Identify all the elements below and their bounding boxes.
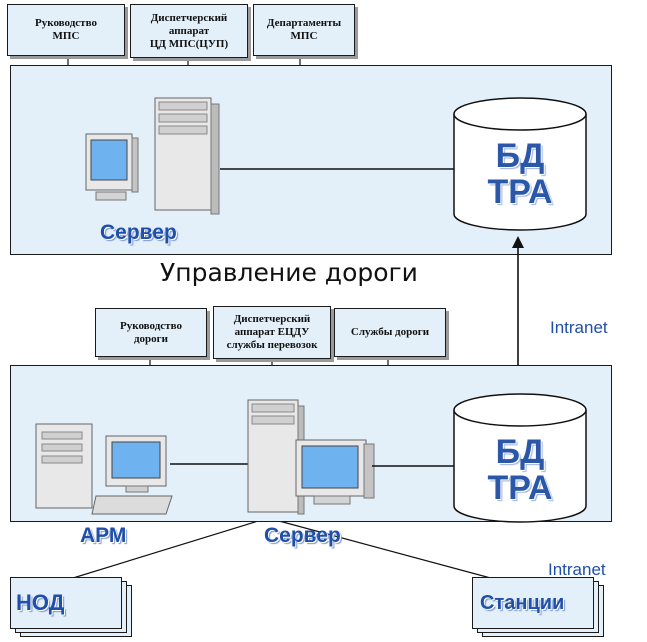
top-db-line1: БД bbox=[495, 137, 545, 175]
top-server-label: Сервер bbox=[100, 221, 177, 244]
nod-card-front bbox=[10, 577, 122, 629]
top-box-mps-leadership: Руководство МПС bbox=[7, 4, 125, 56]
bottom-box-road-leadership: Руководство дороги bbox=[95, 308, 207, 357]
stations-card-front bbox=[472, 577, 594, 629]
bottom-server-computer-icon bbox=[247, 399, 375, 515]
arm-server-link bbox=[170, 463, 248, 465]
intranet-label-bottom: Intranet bbox=[548, 560, 606, 579]
bottom-db-line1: БД bbox=[495, 433, 545, 471]
bottom-server-db-link bbox=[372, 465, 458, 467]
top-server-db-link bbox=[220, 168, 456, 170]
top-database-icon bbox=[453, 97, 587, 231]
nod-label: НОД bbox=[16, 590, 65, 615]
intranet-label: Intranet bbox=[550, 318, 608, 337]
top-box-dispatch-cd-mps: Диспетчерский аппарат ЦД МПС(ЦУП) bbox=[130, 4, 248, 58]
bottom-db-label: БД ТРА bbox=[452, 434, 588, 506]
bottom-db-line2: ТРА bbox=[487, 469, 553, 507]
bottom-server-label: Сервер bbox=[264, 524, 341, 547]
top-box-mps-departments: Департаменты МПС bbox=[253, 4, 355, 56]
section-caption: Управление дороги bbox=[160, 258, 418, 287]
bottom-box-dispatch-ecdu: Диспетчерский аппарат ЕЦДУ службы перево… bbox=[213, 306, 331, 359]
top-server-computer-icon bbox=[85, 97, 220, 215]
stations-label: Станции bbox=[480, 592, 565, 614]
bottom-database-icon bbox=[453, 393, 587, 523]
arm-label: АРМ bbox=[80, 524, 127, 547]
arm-workstation-icon bbox=[35, 423, 173, 515]
top-db-line2: ТРА bbox=[487, 173, 553, 211]
top-db-label: БД ТРА bbox=[452, 138, 588, 210]
bottom-box-road-services: Службы дороги bbox=[334, 308, 446, 357]
